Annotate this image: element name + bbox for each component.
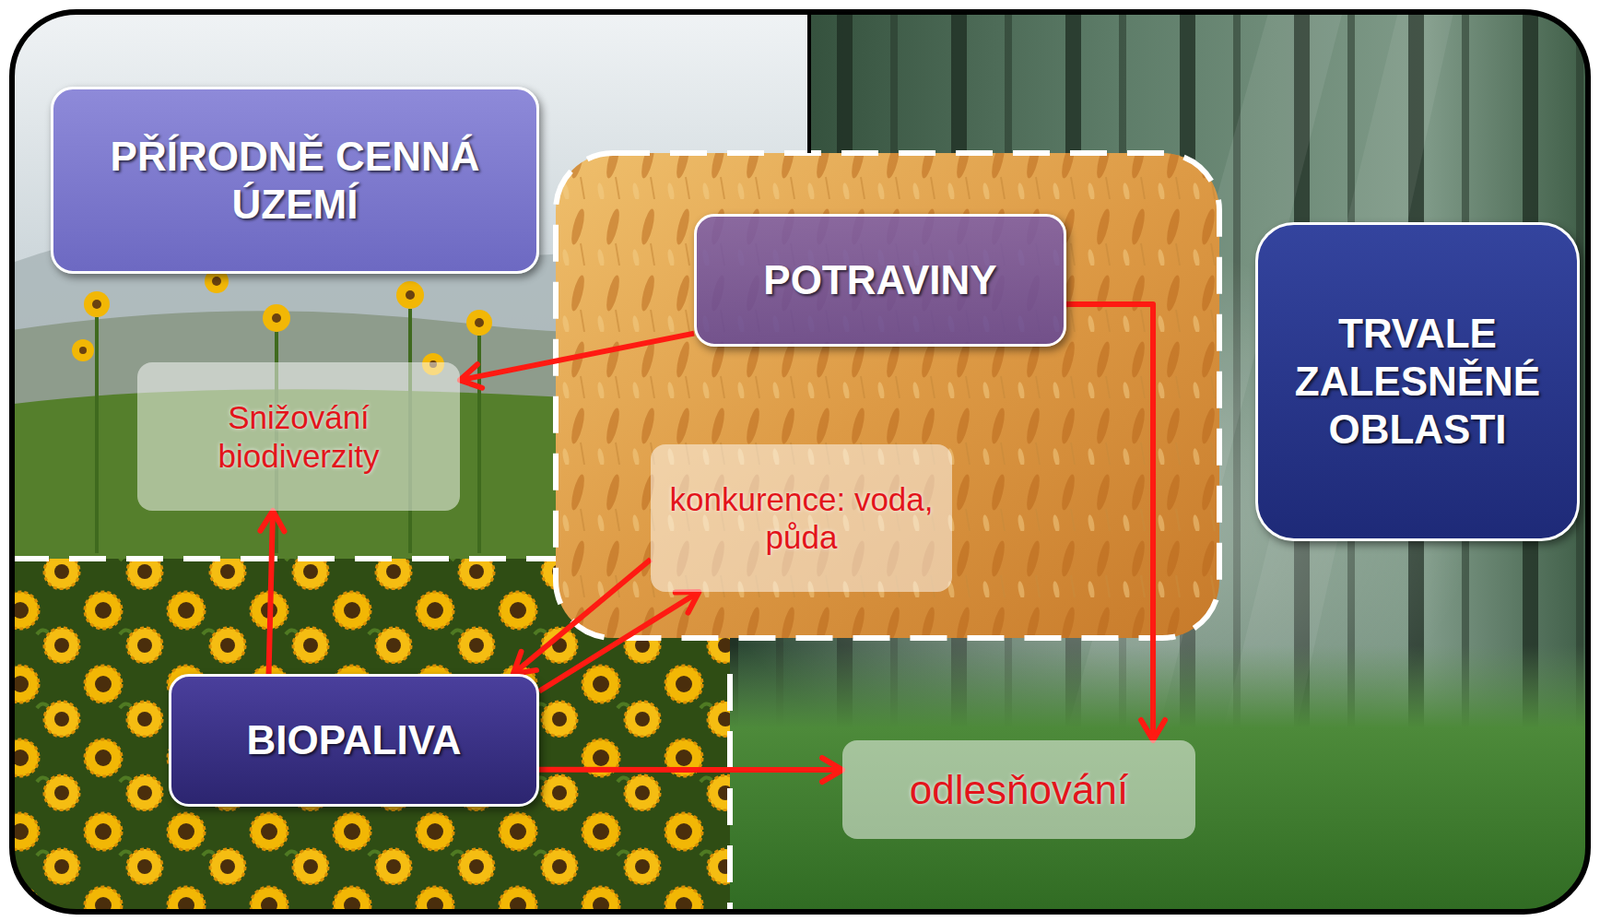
node-label: TRVALE ZALESNĚNÉ OBLASTI <box>1274 309 1561 454</box>
wheat-dashed-border <box>555 152 1220 638</box>
illustration <box>11 11 1589 912</box>
impact-arrow <box>269 510 273 674</box>
impact-arrow <box>1066 304 1153 741</box>
wheat-field <box>555 152 1220 638</box>
node-label: BIOPALIVA <box>246 716 461 765</box>
impact-label-box: Snižování biodiverzity <box>137 362 460 511</box>
node-label: POTRAVINY <box>763 256 997 305</box>
impact-arrow <box>513 559 651 674</box>
dashed-divider <box>11 555 556 562</box>
impact-arrow <box>539 766 843 773</box>
node-label: odlesňování <box>909 765 1129 814</box>
region-heading-box: TRVALE ZALESNĚNÉ OBLASTI <box>1255 222 1580 542</box>
impact-arrow <box>459 333 695 381</box>
region-divider <box>807 11 812 153</box>
impact-arrow <box>539 591 699 692</box>
node-label: PŘÍRODNĚ CENNÁ ÚZEMÍ <box>79 132 511 229</box>
node-label: konkurence: voda, půda <box>665 480 938 557</box>
region-heading-box: POTRAVINY <box>694 213 1067 347</box>
region-heading-box: PŘÍRODNĚ CENNÁ ÚZEMÍ <box>50 86 540 274</box>
dashed-divider <box>727 673 733 912</box>
outer-frame <box>11 11 1589 912</box>
forest-grass <box>729 645 1589 912</box>
wild-flowers <box>71 269 493 553</box>
node-label: Snižování biodiverzity <box>152 398 446 475</box>
impact-label-box: odlesňování <box>842 740 1196 839</box>
impact-label-box: konkurence: voda, půda <box>650 444 953 592</box>
region-heading-box: BIOPALIVA <box>168 673 540 807</box>
wheat-ears <box>555 152 1220 638</box>
